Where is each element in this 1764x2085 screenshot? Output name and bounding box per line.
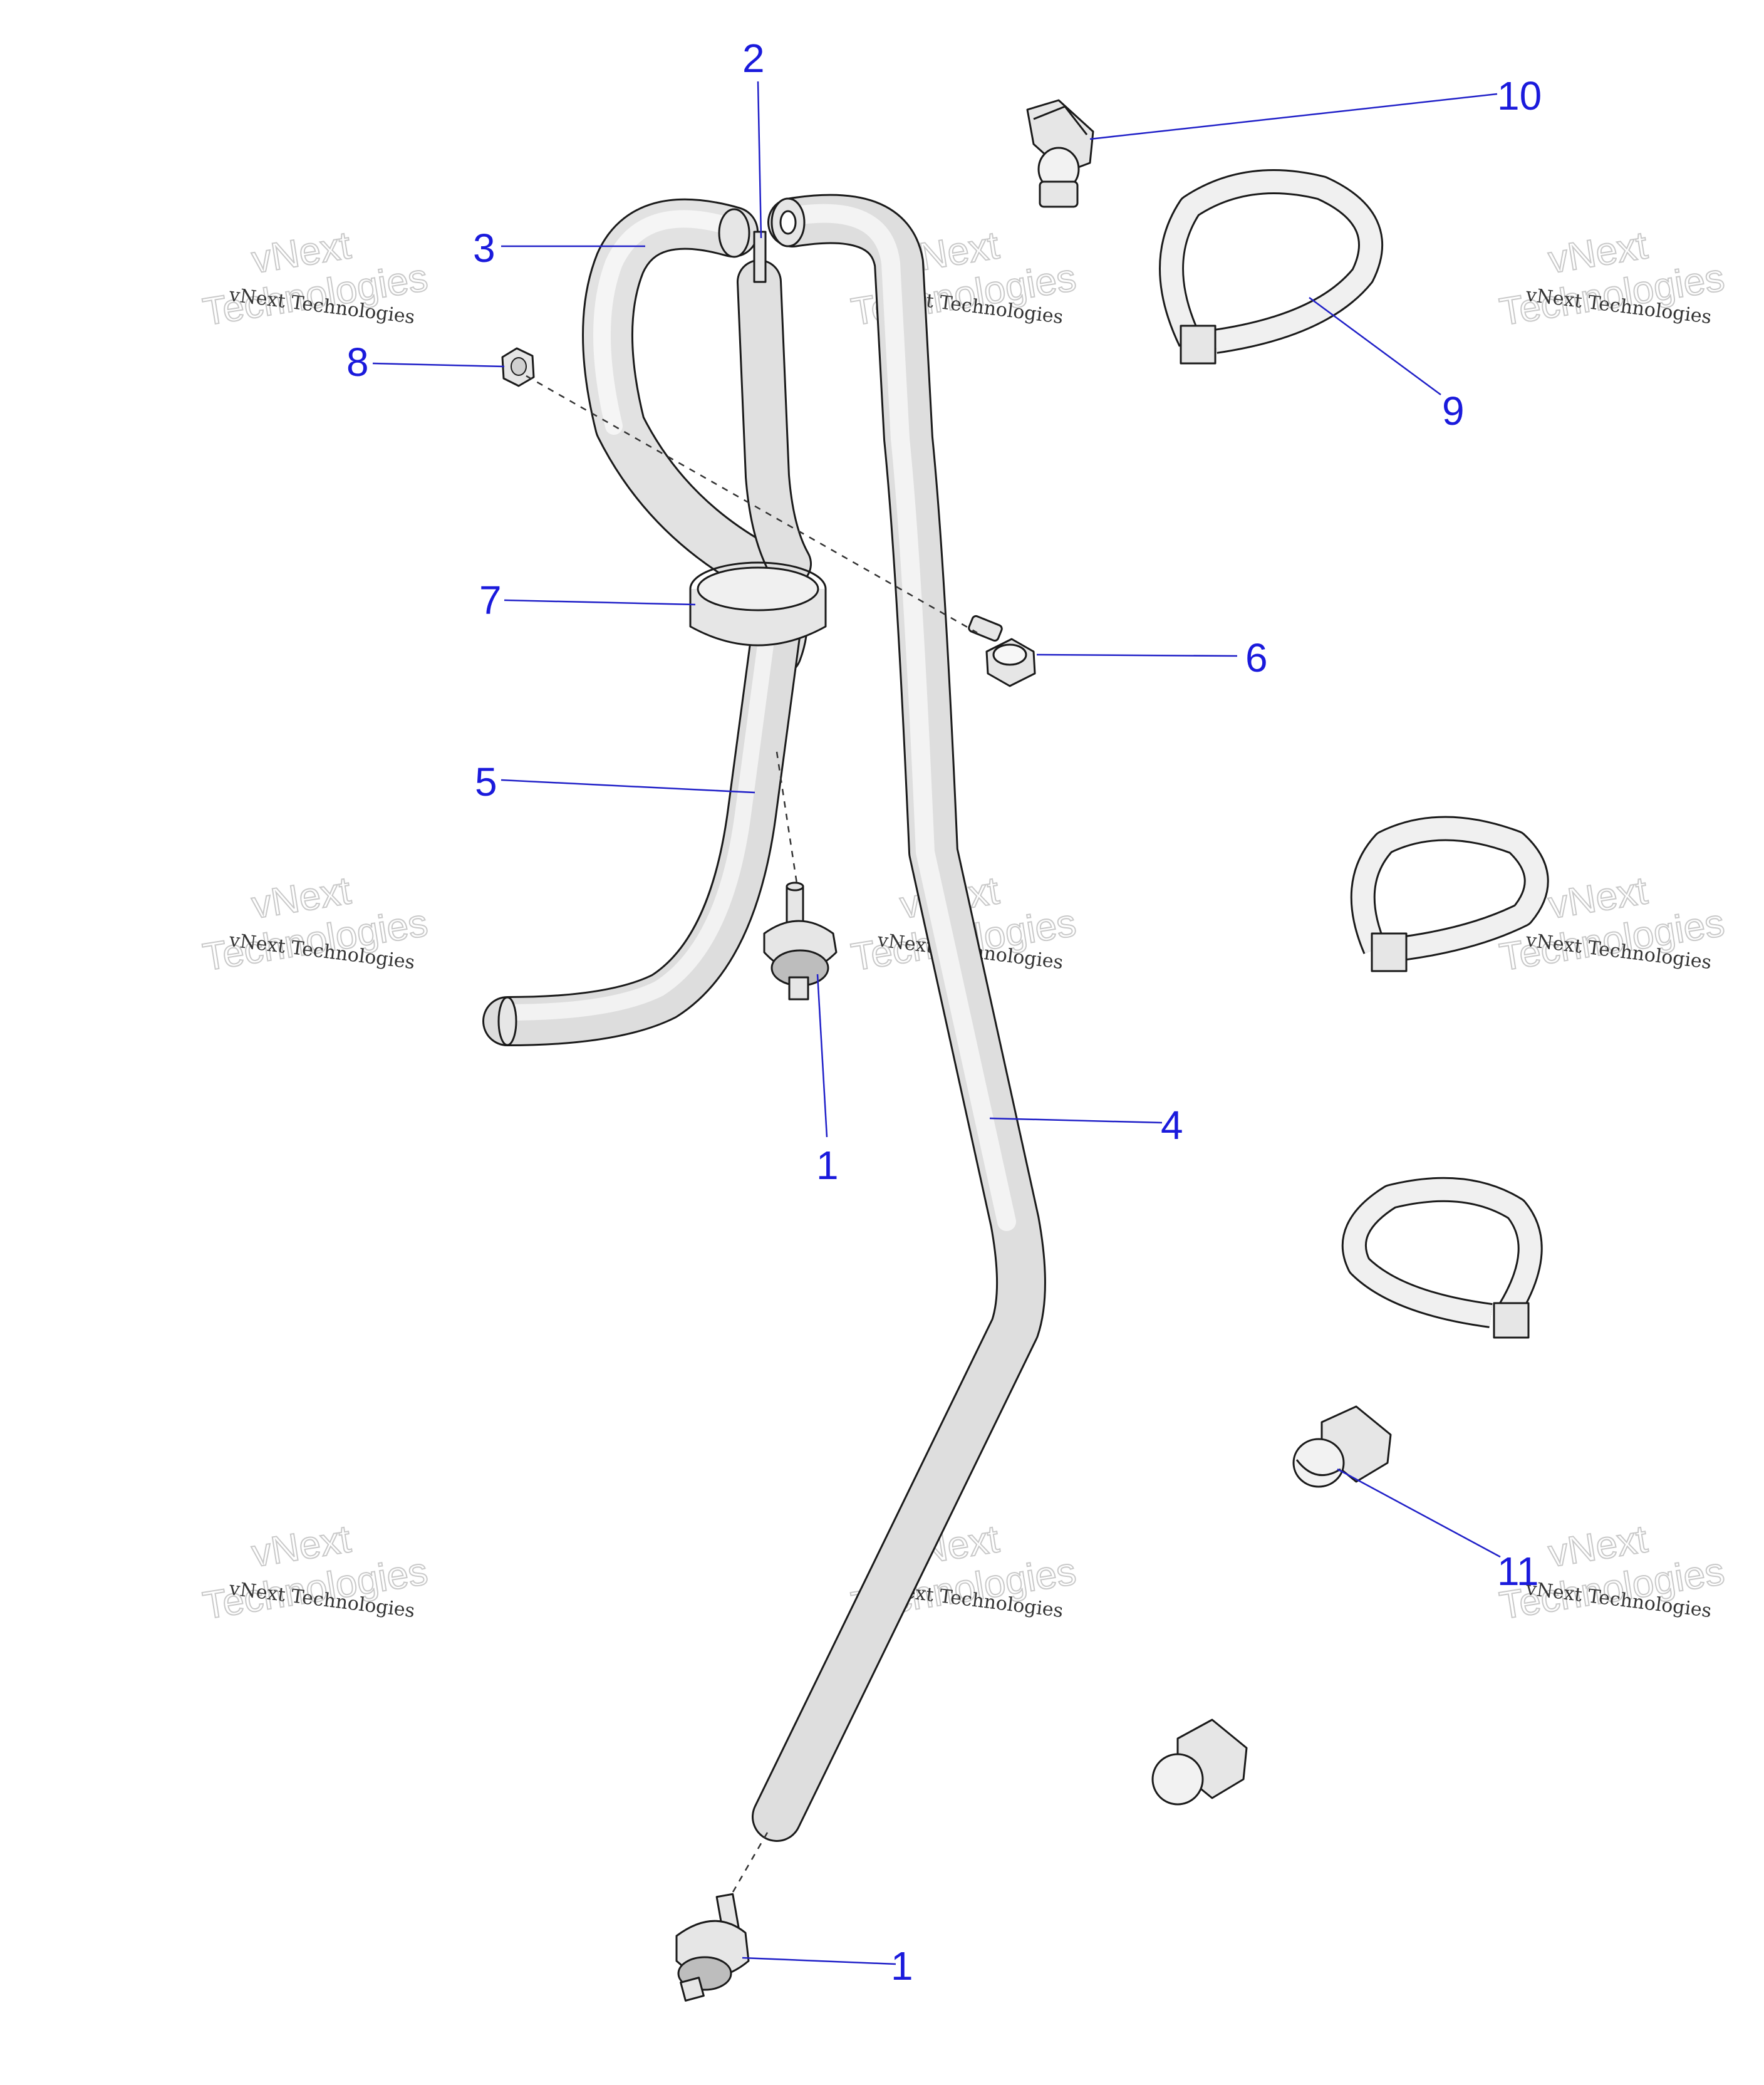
leader-9: [1309, 296, 1441, 396]
hose-short: [737, 231, 812, 586]
leader-5: [501, 779, 755, 794]
leader-lines: [372, 81, 1501, 1965]
leader-1a: [816, 974, 828, 1138]
fitting-2: [753, 231, 767, 283]
callouts: 2 3 8 7 6 5 1 4 1 10 9 11: [346, 36, 1542, 1989]
assembly-lines: [526, 375, 978, 1893]
leader-11: [1337, 1468, 1501, 1558]
callout-4: 4: [1161, 1103, 1183, 1148]
leader-10: [1089, 93, 1498, 140]
cable-tie-9: [1159, 169, 1383, 365]
hose-3-end: [718, 208, 750, 258]
callout-8: 8: [346, 340, 369, 385]
cable-tie-duplicate-1: [1350, 816, 1549, 972]
nut-8: [501, 347, 535, 387]
callout-11: 11: [1497, 1549, 1538, 1594]
leader-7: [504, 599, 696, 606]
clip-11: [1292, 1405, 1392, 1488]
bolt-6: [968, 615, 1036, 687]
assembly-line-valve-upper: [776, 751, 798, 884]
leader-1b: [742, 1957, 896, 1965]
callout-5: 5: [475, 759, 497, 804]
hose-5-end: [497, 996, 517, 1046]
callout-2: 2: [742, 36, 765, 81]
leader-6: [1036, 653, 1238, 657]
hose-5: [482, 601, 802, 1046]
assembly-line-valve-lower: [732, 1832, 769, 1893]
callout-10: 10: [1497, 73, 1542, 118]
callout-6: 6: [1245, 635, 1268, 680]
leader-2: [757, 81, 762, 239]
callout-1-upper: 1: [816, 1143, 839, 1188]
callout-3: 3: [473, 226, 495, 271]
leader-8: [372, 362, 505, 368]
cable-tie-duplicate-2: [1341, 1177, 1543, 1339]
leader-4: [989, 1117, 1163, 1124]
clamp-7: [689, 561, 827, 647]
clip-10: [1026, 99, 1094, 208]
hose-4-bore: [779, 210, 797, 235]
callout-7: 7: [479, 578, 502, 623]
callout-1-lower: 1: [891, 1943, 913, 1989]
callout-9: 9: [1442, 388, 1465, 434]
valve-1-upper: [763, 881, 838, 1001]
valve-1-lower: [675, 1893, 750, 2002]
clip-11-duplicate: [1151, 1718, 1248, 1806]
hose-4: [752, 194, 1046, 1842]
